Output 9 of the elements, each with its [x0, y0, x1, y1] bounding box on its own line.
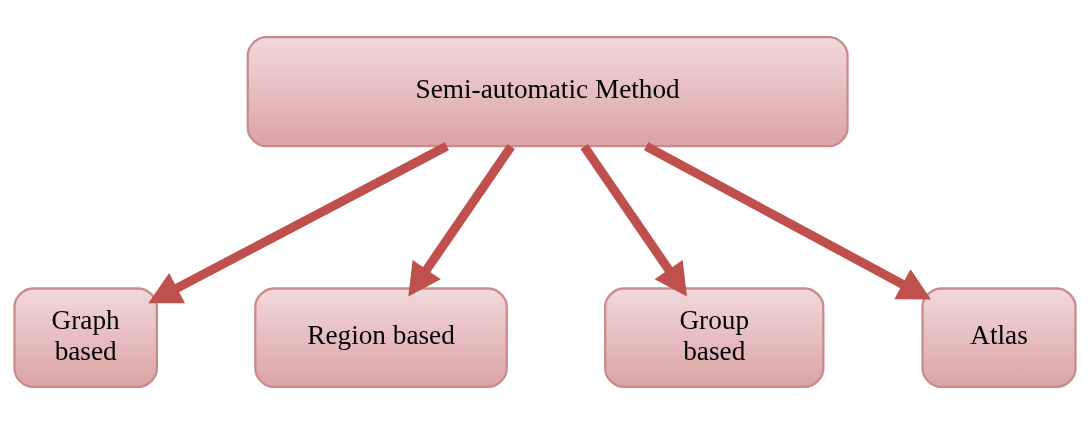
arrow: [408, 143, 515, 296]
arrow: [644, 141, 931, 300]
node-box: Atlas: [921, 286, 1077, 388]
arrow: [148, 141, 449, 303]
node-box: Graph based: [13, 286, 158, 388]
node-box: Region based: [254, 286, 508, 388]
node-box: Group based: [604, 286, 825, 388]
node-box: Semi-automatic Method: [246, 35, 849, 147]
arrow: [580, 143, 687, 296]
